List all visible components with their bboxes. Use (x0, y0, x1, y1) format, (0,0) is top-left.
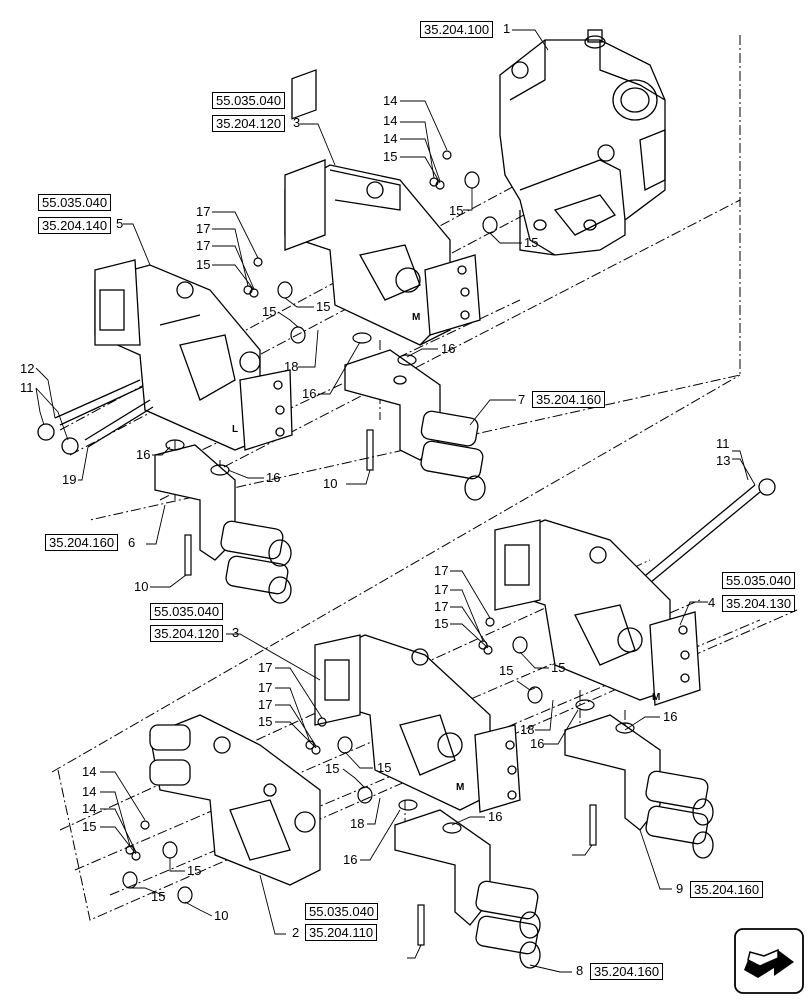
section-mark-left: L (232, 424, 238, 435)
callout: 14 (82, 801, 97, 816)
callout: 4 (708, 595, 716, 610)
coupler-block-7 (344, 349, 486, 501)
ref-part-5-group[interactable]: 55.035.040 (38, 194, 112, 211)
callout: 18 (350, 816, 365, 831)
callout: 14 (383, 131, 398, 146)
ref-part-4-group[interactable]: 55.035.040 (722, 572, 796, 589)
ref-part-3a[interactable]: 35.204.120 (212, 115, 286, 132)
callout: 8 (576, 963, 584, 978)
section-mark-top: M (412, 312, 420, 323)
callout: 17 (258, 680, 273, 695)
callout: 9 (676, 881, 684, 896)
bottom-assembly-frame (57, 609, 798, 921)
callout: 15 (316, 299, 331, 314)
callout: 10 (214, 908, 229, 923)
callout: 15 (258, 714, 273, 729)
callout: 15 (151, 889, 166, 904)
ref-part-3b-group[interactable]: 55.035.040 (150, 603, 224, 620)
callout: 15 (196, 257, 211, 272)
callout: 3 (293, 115, 301, 130)
callout: 17 (434, 599, 449, 614)
valve-section-4 (494, 519, 701, 706)
callout: 16 (488, 809, 503, 824)
callout: 16 (302, 386, 317, 401)
ref-part-1[interactable]: 35.204.100 (420, 21, 494, 38)
callout: 14 (82, 764, 97, 779)
callout: 15 (82, 819, 97, 834)
callout: 18 (284, 359, 299, 374)
next-page-arrow-icon (734, 928, 804, 994)
callout: 10 (134, 579, 149, 594)
callout: 5 (116, 216, 124, 231)
callout: 17 (258, 697, 273, 712)
callout: 16 (343, 852, 358, 867)
o-rings (122, 150, 635, 904)
callout: 16 (530, 736, 545, 751)
callout: 16 (663, 709, 678, 724)
callout: 13 (716, 453, 731, 468)
ref-part-2-group[interactable]: 55.035.040 (305, 903, 379, 920)
coupler-block-6 (154, 444, 292, 604)
leader-lines (35, 29, 756, 973)
callout: 2 (292, 925, 300, 940)
callout: 17 (196, 221, 211, 236)
callout: 17 (434, 582, 449, 597)
coupler-block-8 (394, 809, 541, 969)
callout: 16 (266, 470, 281, 485)
callout: 16 (441, 341, 456, 356)
section-mark-right: M (652, 692, 660, 703)
callout: 17 (196, 238, 211, 253)
callout: 17 (434, 563, 449, 578)
callout: 15 (499, 663, 514, 678)
callout: 17 (196, 204, 211, 219)
ref-part-8[interactable]: 35.204.160 (590, 963, 664, 980)
callout: 18 (520, 722, 535, 737)
callout: 7 (518, 392, 526, 407)
callout: 14 (383, 113, 398, 128)
callout: 16 (136, 447, 151, 462)
valve-section-3-lower (314, 634, 521, 813)
tie-rods (37, 379, 776, 588)
callout: 6 (128, 535, 136, 550)
callout: 15 (187, 863, 202, 878)
top-assembly-frame (89, 35, 741, 521)
ref-part-7[interactable]: 35.204.160 (532, 391, 606, 408)
ref-part-2[interactable]: 35.204.110 (305, 924, 378, 941)
coupler-block-9 (564, 714, 714, 859)
callout: 3 (232, 625, 240, 640)
next-page-button[interactable] (734, 928, 804, 994)
callout: 1 (503, 21, 511, 36)
callout: 15 (551, 660, 566, 675)
ref-part-6[interactable]: 35.204.160 (45, 534, 119, 551)
valve-body-1 (499, 29, 666, 256)
callout: 15 (524, 235, 539, 250)
callout: 15 (325, 761, 340, 776)
callout: 14 (383, 93, 398, 108)
ref-part-9[interactable]: 35.204.160 (690, 881, 764, 898)
callout: 15 (434, 616, 449, 631)
ref-part-5[interactable]: 35.204.140 (38, 217, 112, 234)
callout: 14 (82, 784, 97, 799)
callout: 19 (62, 472, 77, 487)
callout: 11 (716, 436, 730, 451)
section-mark-lower: M (456, 782, 464, 793)
callout: 15 (383, 149, 398, 164)
callout: 10 (323, 476, 338, 491)
ref-part-3a-group[interactable]: 55.035.040 (212, 92, 286, 109)
callout: 12 (20, 361, 35, 376)
callout: 15 (377, 760, 392, 775)
callout: 15 (449, 203, 464, 218)
callout: 11 (20, 380, 34, 395)
callout: 17 (258, 660, 273, 675)
valve-section-3-upper (284, 69, 481, 346)
callout: 15 (262, 304, 277, 319)
ref-part-3b[interactable]: 35.204.120 (150, 625, 224, 642)
valve-section-5 (94, 259, 293, 451)
end-cover-2 (149, 714, 321, 886)
ref-part-4[interactable]: 35.204.130 (722, 595, 796, 612)
